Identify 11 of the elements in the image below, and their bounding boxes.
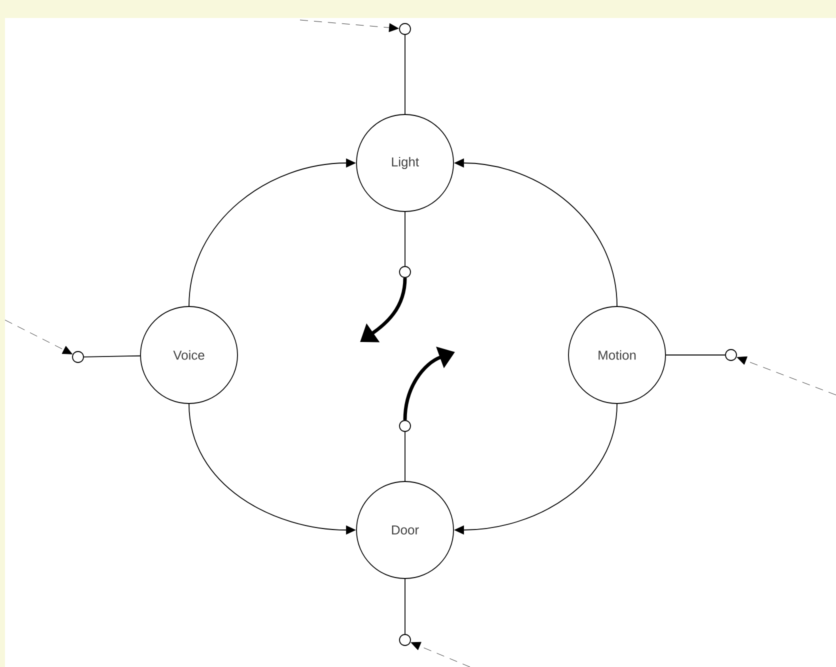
dashed-arrow [410,642,470,667]
dashed-arrow [4,320,72,354]
port-circle [399,23,411,35]
connector-line [84,355,141,358]
dashed-arrow [300,20,399,32]
connector-line [404,34,406,114]
connector-line [404,212,406,266]
connector-line [404,432,406,482]
connector-line [666,354,726,356]
connector-line [404,578,406,634]
dashed-arrow [736,356,836,396]
